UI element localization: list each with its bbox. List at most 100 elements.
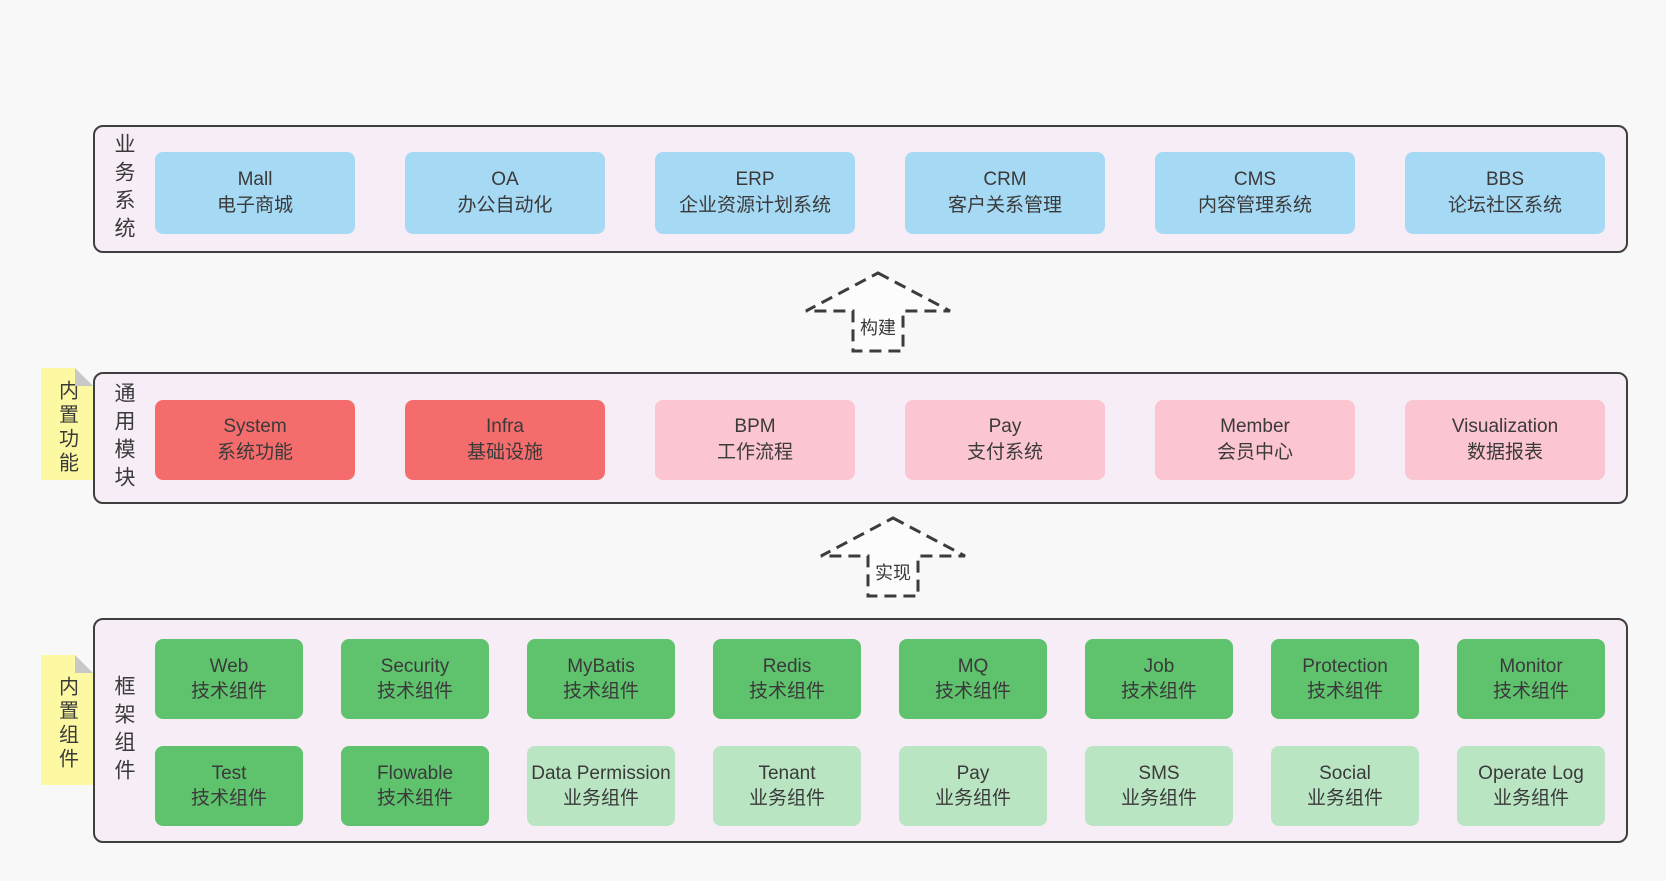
box-title: ERP [735,169,775,190]
box-subtitle: 技术组件 [1120,681,1197,702]
box-subtitle: 内容管理系统 [1197,195,1312,216]
box-subtitle: 会员中心 [1216,442,1293,463]
common-modules-row: System 系统功能 Infra 基础设施 BPM 工作流程 Pay 支付系统… [155,400,1605,480]
box-system: System 系统功能 [155,400,355,480]
box-mall: Mall 电子商城 [155,152,355,234]
box-title: Visualization [1451,416,1559,437]
box-bpm: BPM 工作流程 [655,400,855,480]
tech-components-row: Web 技术组件 Security 技术组件 MyBatis 技术组件 Redi… [155,639,1605,719]
box-sms: SMS 业务组件 [1085,746,1233,826]
box-subtitle: 业务组件 [562,788,639,809]
box-subtitle: 电子商城 [216,195,293,216]
box-title: MQ [957,656,989,677]
box-social: Social 业务组件 [1271,746,1419,826]
box-web: Web 技术组件 [155,639,303,719]
box-title: Pay [988,416,1022,437]
box-bbs: BBS 论坛社区系统 [1405,152,1605,234]
box-operate-log: Operate Log 业务组件 [1457,746,1605,826]
box-title: Mall [237,169,273,190]
box-title: BBS [1485,169,1525,190]
note-label: 内置功能 [55,380,78,476]
box-flowable: Flowable 技术组件 [341,746,489,826]
box-title: Operate Log [1478,763,1584,784]
biz-components-row: Test 技术组件 Flowable 技术组件 Data Permission … [155,746,1605,826]
arrow-label: 实现 [875,563,911,583]
folded-corner-icon [75,368,93,386]
panel-label: 业务系统 [112,133,135,245]
box-title: Data Permission [531,763,671,784]
box-redis: Redis 技术组件 [713,639,861,719]
box-subtitle: 客户关系管理 [947,195,1062,216]
box-subtitle: 业务组件 [1306,788,1383,809]
box-title: Tenant [758,763,816,784]
box-subtitle: 技术组件 [1306,681,1383,702]
box-mybatis: MyBatis 技术组件 [527,639,675,719]
box-subtitle: 业务组件 [748,788,825,809]
arrow-implement: 实现 [818,515,968,599]
box-subtitle: 技术组件 [748,681,825,702]
box-subtitle: 技术组件 [376,681,453,702]
box-subtitle: 工作流程 [716,442,793,463]
box-protection: Protection 技术组件 [1271,639,1419,719]
box-subtitle: 系统功能 [216,442,293,463]
arrow-up-icon [820,516,966,598]
arrow-up-icon [805,271,951,353]
box-subtitle: 论坛社区系统 [1447,195,1562,216]
box-crm: CRM 客户关系管理 [905,152,1105,234]
box-title: BPM [734,416,776,437]
box-title: Infra [485,416,525,437]
box-title: MyBatis [567,656,635,677]
box-pay-component: Pay 业务组件 [899,746,1047,826]
box-subtitle: 技术组件 [190,788,267,809]
box-title: CRM [983,169,1027,190]
box-title: System [223,416,287,437]
box-title: OA [491,169,519,190]
box-subtitle: 基础设施 [466,442,543,463]
arrow-label: 构建 [860,318,896,338]
box-title: Member [1220,416,1290,437]
box-infra: Infra 基础设施 [405,400,605,480]
box-security: Security 技术组件 [341,639,489,719]
panel-framework-components: 框架组件 Web 技术组件 Security 技术组件 MyBatis 技术组件… [93,618,1628,843]
arrow-build: 构建 [803,270,953,354]
box-subtitle: 支付系统 [966,442,1043,463]
box-subtitle: 技术组件 [934,681,1011,702]
panel-common-modules: 通用模块 System 系统功能 Infra 基础设施 BPM 工作流程 Pay… [93,372,1628,504]
box-subtitle: 技术组件 [376,788,453,809]
box-subtitle: 办公自动化 [457,195,553,216]
box-title: Monitor [1499,656,1563,677]
box-job: Job 技术组件 [1085,639,1233,719]
box-test: Test 技术组件 [155,746,303,826]
box-subtitle: 业务组件 [1492,788,1569,809]
box-title: CMS [1233,169,1277,190]
box-title: Web [209,656,249,677]
note-label: 内置组件 [55,676,78,772]
box-subtitle: 数据报表 [1466,442,1543,463]
box-subtitle: 技术组件 [190,681,267,702]
box-visualization: Visualization 数据报表 [1405,400,1605,480]
box-erp: ERP 企业资源计划系统 [655,152,855,234]
box-oa: OA 办公自动化 [405,152,605,234]
panel-label: 框架组件 [112,674,135,787]
box-subtitle: 业务组件 [934,788,1011,809]
box-member: Member 会员中心 [1155,400,1355,480]
box-data-permission: Data Permission 业务组件 [527,746,675,826]
business-systems-row: Mall 电子商城 OA 办公自动化 ERP 企业资源计划系统 CRM 客户关系… [155,152,1605,234]
box-cms: CMS 内容管理系统 [1155,152,1355,234]
box-title: Security [380,656,450,677]
sticky-note-builtin-features: 内置功能 [41,368,93,480]
box-title: Job [1143,656,1175,677]
box-subtitle: 技术组件 [562,681,639,702]
box-mq: MQ 技术组件 [899,639,1047,719]
box-title: Flowable [376,763,454,784]
box-title: Redis [762,656,812,677]
panel-label: 通用模块 [112,382,135,494]
folded-corner-icon [75,655,93,673]
box-title: SMS [1138,763,1180,784]
box-tenant: Tenant 业务组件 [713,746,861,826]
box-pay: Pay 支付系统 [905,400,1105,480]
box-monitor: Monitor 技术组件 [1457,639,1605,719]
box-subtitle: 企业资源计划系统 [678,195,831,216]
sticky-note-builtin-components: 内置组件 [41,655,93,785]
